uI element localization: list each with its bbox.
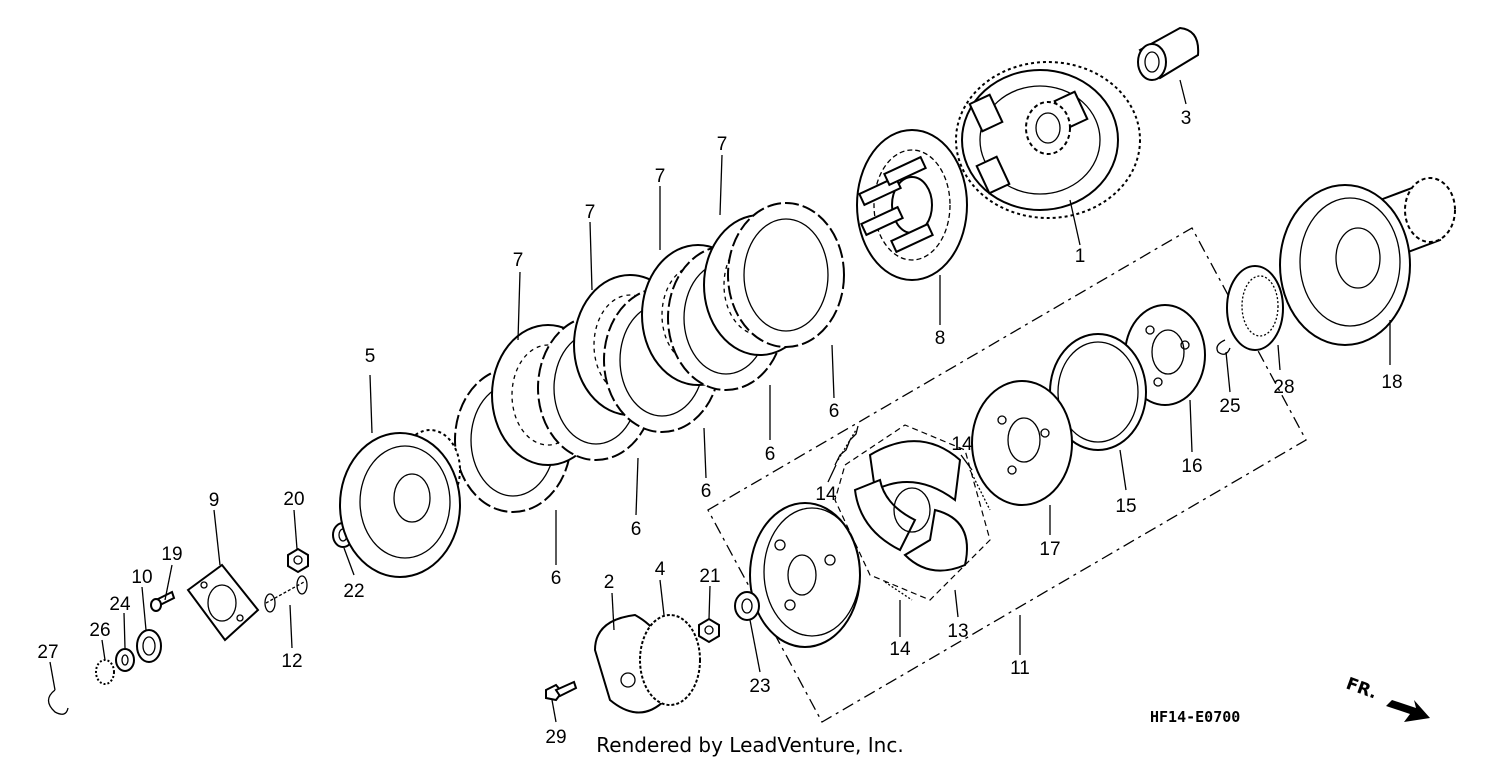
callout-13[interactable]: 13 — [947, 621, 968, 642]
callout-9[interactable]: 9 — [209, 490, 220, 511]
callout-19[interactable]: 19 — [161, 544, 182, 565]
part-washer-24[interactable] — [115, 648, 135, 672]
callout-8[interactable]: 8 — [935, 328, 946, 349]
callout-6d[interactable]: 6 — [765, 444, 776, 465]
front-arrow-icon — [1386, 700, 1430, 722]
callout-28[interactable]: 28 — [1273, 377, 1294, 398]
part-nut-20[interactable] — [287, 547, 309, 574]
callout-6b[interactable]: 6 — [631, 519, 642, 540]
part-clutch-outer[interactable] — [955, 61, 1141, 219]
callout-16[interactable]: 16 — [1181, 456, 1202, 477]
callout-2[interactable]: 2 — [604, 572, 615, 593]
leader-lines — [49, 79, 1391, 723]
callout-17[interactable]: 17 — [1039, 539, 1060, 560]
part-spring-14c[interactable] — [884, 581, 913, 601]
callout-23[interactable]: 23 — [749, 676, 770, 697]
callout-7d[interactable]: 7 — [717, 134, 728, 155]
part-pressure-plate[interactable] — [856, 129, 968, 281]
front-direction-indicator: FR. — [1343, 674, 1430, 722]
callout-20[interactable]: 20 — [283, 489, 304, 510]
part-snap-ring-27[interactable] — [47, 689, 69, 715]
part-clutch-weights[interactable] — [834, 424, 991, 601]
callout-14a[interactable]: 14 — [815, 484, 837, 505]
part-bearing-10[interactable] — [136, 629, 162, 663]
part-circlip-25[interactable] — [1216, 339, 1231, 355]
callout-7c[interactable]: 7 — [655, 166, 666, 187]
callout-6a[interactable]: 6 — [551, 568, 562, 589]
callout-27[interactable]: 27 — [37, 642, 58, 663]
callout-25[interactable]: 25 — [1219, 396, 1240, 417]
part-spring-12[interactable] — [264, 575, 308, 613]
callout-7a[interactable]: 7 — [513, 250, 524, 271]
callout-4[interactable]: 4 — [655, 559, 666, 580]
part-spring-14b[interactable] — [969, 469, 991, 511]
part-drive-drum[interactable] — [1279, 177, 1456, 346]
part-ring[interactable] — [1049, 333, 1147, 451]
part-gasket[interactable] — [639, 614, 701, 706]
callout-24[interactable]: 24 — [109, 594, 131, 615]
part-clutch-drive-plate[interactable] — [749, 502, 861, 648]
callout-3[interactable]: 3 — [1181, 108, 1192, 129]
part-lock-nut-26[interactable] — [95, 659, 115, 685]
front-label: FR. — [1343, 674, 1379, 704]
part-bolt-19[interactable] — [150, 590, 176, 612]
part-washer-23[interactable] — [734, 591, 760, 621]
part-bolt-29[interactable] — [545, 680, 578, 702]
callout-14b[interactable]: 14 — [951, 434, 973, 455]
part-needle-bearing[interactable] — [1226, 265, 1284, 351]
callout-14c[interactable]: 14 — [889, 639, 911, 660]
part-collar[interactable] — [1137, 26, 1200, 81]
callout-11[interactable]: 11 — [1010, 658, 1030, 679]
footer-credit: Rendered by LeadVenture, Inc. — [596, 733, 903, 757]
callout-29[interactable]: 29 — [545, 727, 566, 748]
callout-18[interactable]: 18 — [1381, 372, 1402, 393]
callout-labels: 1 2 3 4 5 6 6 6 6 6 6 7 7 7 7 7 8 9 10 1… — [37, 108, 1402, 748]
callout-15[interactable]: 15 — [1115, 496, 1136, 517]
part-centrifugal-plate[interactable] — [971, 380, 1073, 506]
part-bearing-plate[interactable] — [186, 563, 260, 642]
callout-10[interactable]: 10 — [131, 567, 152, 588]
callout-1[interactable]: 1 — [1075, 246, 1086, 267]
part-friction-disc-stack[interactable] — [454, 202, 845, 513]
diagram-code: HF14-E0700 — [1150, 708, 1240, 726]
callout-22[interactable]: 22 — [343, 581, 364, 602]
callout-12[interactable]: 12 — [281, 651, 302, 672]
assembly-outline-box — [707, 227, 1307, 723]
callout-6c[interactable]: 6 — [701, 481, 712, 502]
callout-5[interactable]: 5 — [365, 346, 376, 367]
callout-21[interactable]: 21 — [699, 566, 720, 587]
callout-26[interactable]: 26 — [89, 620, 110, 641]
part-clutch-center[interactable] — [339, 429, 461, 578]
part-spring-14a[interactable] — [834, 425, 859, 466]
callout-7b[interactable]: 7 — [585, 202, 596, 223]
part-nut-21[interactable] — [698, 617, 720, 644]
callout-6e[interactable]: 6 — [829, 401, 840, 422]
